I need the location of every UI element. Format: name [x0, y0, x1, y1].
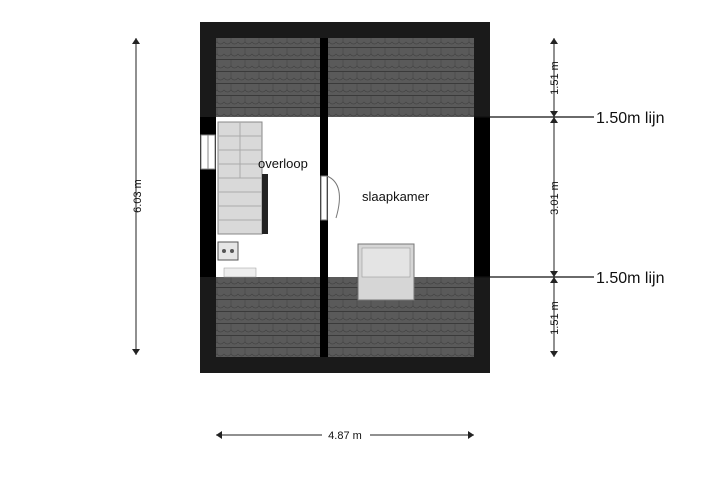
door [320, 175, 328, 221]
boiler-unit [217, 241, 239, 261]
door-swing [326, 175, 340, 219]
room-label-overloop: overloop [258, 156, 308, 171]
roof-tiles-top-right [328, 38, 474, 117]
line-150-top-label: 1.50m lijn [596, 110, 664, 127]
dimension-right-top-label: 1.51 m [549, 61, 561, 95]
room-label-slaapkamer: slaapkamer [362, 189, 430, 204]
line-150-bottom-label: 1.50m lijn [596, 270, 664, 287]
right-wall-segment [474, 117, 490, 277]
dimension-height [132, 38, 140, 355]
stairs [217, 121, 268, 235]
roof-tiles-top-left [216, 38, 320, 117]
divider-wall-bottom [320, 220, 328, 357]
roof-tiles-bottom-left [216, 277, 320, 357]
divider-wall-top [320, 38, 328, 176]
dimension-width [216, 427, 474, 443]
dimension-right-bottom-label: 1.51 m [549, 301, 561, 335]
dimension-width-label: 4.87 m [328, 430, 362, 442]
dimension-right-middle-label: 3.01 m [549, 181, 561, 215]
dimension-height-label: 6.03 m [132, 179, 144, 213]
shelf-low [223, 267, 257, 278]
